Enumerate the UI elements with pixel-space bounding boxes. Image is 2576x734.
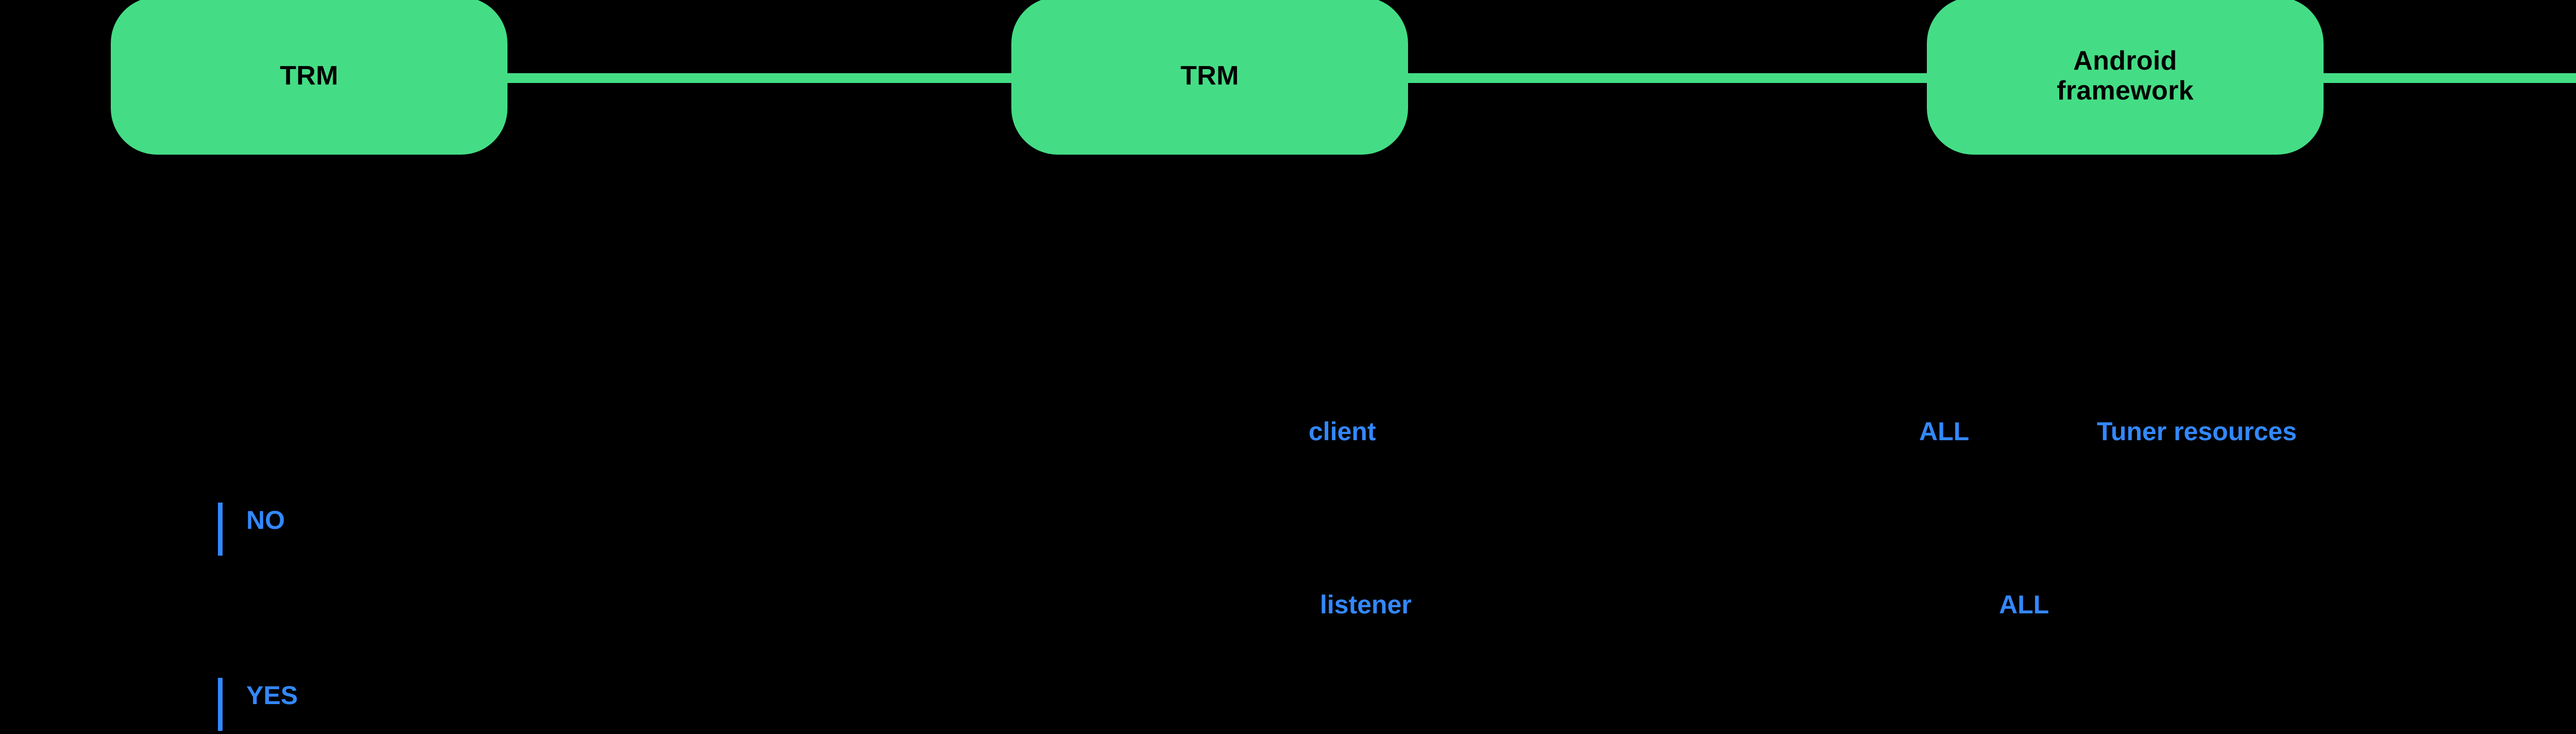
label-tuner-resources: Tuner resources	[2097, 417, 2297, 446]
connector-trm2-android	[1391, 73, 1947, 83]
label-all-top: ALL	[1919, 417, 1970, 446]
label-listener: listener	[1320, 590, 1412, 619]
label-client: client	[1309, 417, 1376, 446]
label-no: NO	[246, 506, 285, 535]
node-android-framework[interactable]: Android framework	[1927, 0, 2324, 155]
node-trm-2-label: TRM	[1180, 60, 1239, 91]
node-trm-2[interactable]: TRM	[1011, 0, 1408, 155]
node-trm-1-label: TRM	[280, 60, 338, 91]
label-yes: YES	[246, 681, 298, 710]
tick-bar-yes	[218, 678, 223, 731]
node-android-framework-label: Android framework	[2057, 45, 2194, 106]
label-all-bottom: ALL	[1999, 590, 2049, 619]
connector-trm1-trm2	[495, 73, 1041, 83]
tick-bar-no	[218, 503, 223, 556]
connector-android-trm3	[2303, 73, 2576, 83]
node-trm-1[interactable]: TRM	[111, 0, 507, 155]
